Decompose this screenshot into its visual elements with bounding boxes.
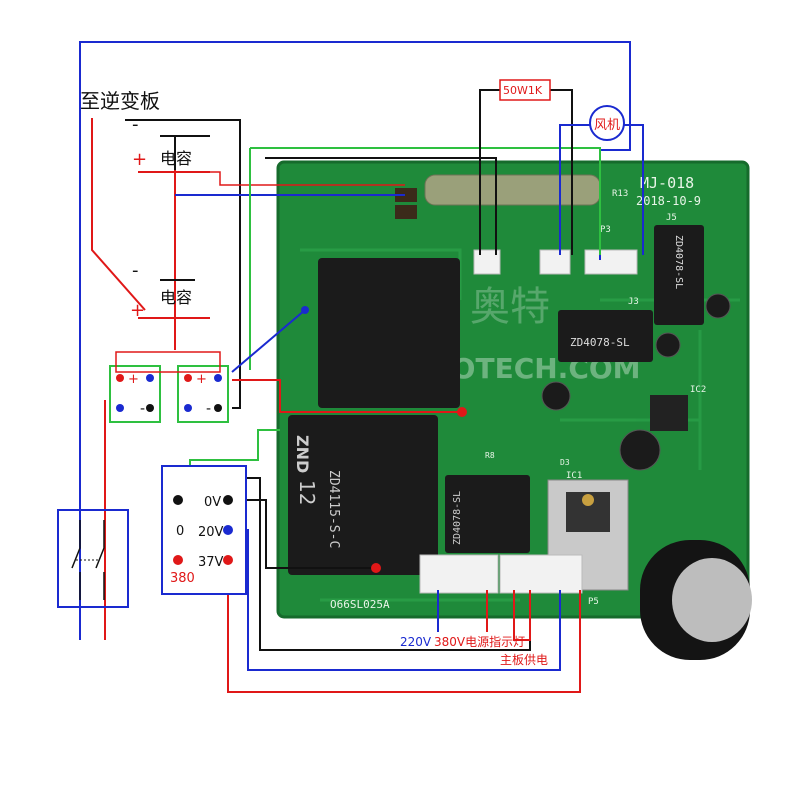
connector-p3 [584,249,638,275]
board-code: O66SL025A [330,598,390,611]
wire-fan-leads [559,124,644,255]
relay-j3-model: ZD4078-SL [570,336,630,349]
tap-0v-dot [223,495,233,505]
diode-dr-2 [395,205,417,219]
resistor-50w1k-label: 50W1K [503,84,543,97]
connector-ec [539,249,571,275]
capacitor-top-minus: - [132,114,139,135]
wire-black-inverter [125,119,241,409]
tap-380-label: 380 [170,571,195,586]
wire-resistor-leads [479,89,573,255]
relay-mid [445,475,530,553]
switch-contact-1 [71,520,81,600]
wire-indicator [513,590,531,641]
terminal-plus-2-label: + [196,372,207,387]
capacitor-small-1 [541,381,571,411]
connector-220 [419,554,499,594]
board-model: MJ-018 [640,174,694,192]
wire-black-resistor [265,157,497,255]
relay-j5-model: ZD4078-SL [673,235,684,289]
terminal-minus-2 [214,404,222,412]
terminal-plus-2 [184,374,192,382]
wire-blue-relay [231,309,306,373]
wire-cap-top-black [160,135,210,170]
relay-main-brand: ZND [293,435,312,473]
caption-220v: 220V [400,635,432,649]
caption-380v-indicator: 380V电源指示灯 [434,634,525,649]
tap-20v-dot [223,525,233,535]
wire-red-board [232,379,462,413]
relay-j3 [558,310,653,362]
tap-0v-label: 0V [204,495,221,510]
diode-dr [395,188,417,202]
capacitor-large-top [672,558,752,642]
terminal-plus-1 [116,374,124,382]
resistor-50w1k-box [499,79,551,101]
terminal-minus-2-label: - [206,401,211,417]
connector-p5 [499,554,583,594]
capacitor-top-label: 电容 [160,149,192,168]
r8-ref: R8 [485,451,495,460]
fan-icon [589,105,625,141]
resistor-ref: R13 [612,189,628,199]
board-terminal-3 [301,306,309,314]
tap-0-dot [173,495,183,505]
switch-box [57,509,129,608]
terminal-dot-3 [214,374,222,382]
tap-20v-label: 20V [198,525,224,540]
power-resistor [424,174,601,206]
terminal-minus-1-label: - [140,401,145,417]
relay-j5-ref: J5 [666,213,677,223]
relay-top [318,258,460,408]
ic2 [650,395,688,431]
relay-mid-model: ZD4078-SL [452,491,463,545]
wire-green-left [249,147,601,370]
caption-mainboard-power: 主板供电 [500,653,548,667]
ic2-ref: IC2 [690,385,706,395]
capacitor-small-2 [619,429,661,471]
tap-37v-dot [223,555,233,565]
wire-red-diode [175,171,405,186]
board-date: 2018-10-9 [636,194,701,208]
tap-37v-label: 37V [198,555,224,570]
capacitor-bot-label: 电容 [160,288,192,307]
board-terminal-2 [371,563,381,573]
watermark-cn: 奥特 [470,284,550,330]
switch-contact-2 [95,520,105,600]
wire-red-37v [227,560,581,693]
d3-ref: D3 [560,458,570,467]
fan-label: 风机 [594,118,620,133]
to-inverter-label: 至逆变板 [80,89,160,113]
capacitor-bot-minus: - [132,260,139,281]
terminal-minus-1 [146,404,154,412]
connector-p5-ref: P5 [588,597,599,607]
terminal-dot-2 [116,404,124,412]
board-terminal-1 [457,407,467,417]
relay-j5 [654,225,704,325]
connector-p3-label: P3 [600,225,611,235]
wire-red-inverter [91,118,146,640]
relay-main [288,415,438,575]
ic1-ref: IC1 [566,471,582,481]
relay-main-num: 12 [295,480,319,505]
relay-j3-ref: J3 [628,297,639,307]
capacitor-bot-plus: + [130,300,145,321]
tap-380-dot [173,555,183,565]
terminal-dot-4 [184,404,192,412]
wire-cap-bot [138,285,210,350]
terminal-block-outline [115,351,221,373]
tap-0-label: 0 [176,524,184,539]
capacitor-small-3 [705,293,731,319]
relay-main-model: ZD4115-S-C [326,470,341,548]
capacitor-small-4 [655,332,681,358]
capacitor-top-plus: + [132,149,147,170]
terminal-dot-1 [146,374,154,382]
regulator-screw [582,494,594,506]
terminal-plus-1-label: + [128,372,139,387]
